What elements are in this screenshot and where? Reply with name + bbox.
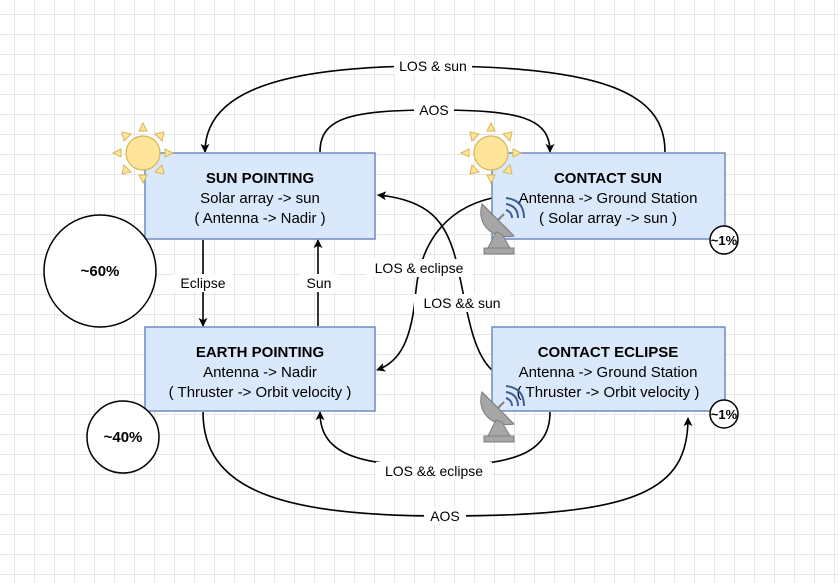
percentage-contact-sun: ~1% [709,225,739,255]
state-line: ( Antenna -> Nadir ) [194,210,325,227]
state-title: EARTH POINTING [196,344,324,361]
state-sun-pointing: SUN POINTING Solar array -> sun ( Antenn… [144,152,376,240]
label-sun: Sun [307,275,332,291]
state-contact-eclipse: CONTACT ECLIPSE Antenna -> Ground Statio… [491,326,726,412]
percentage-earth-pointing: ~40% [86,400,160,474]
label-los-eclipse: LOS & eclipse [375,260,464,276]
state-line: ( Thruster -> Orbit velocity ) [517,384,700,401]
label-aos-top: AOS [419,102,449,118]
state-line: Antenna -> Nadir [203,364,317,381]
percentage-label: ~60% [81,263,120,280]
state-line: Solar array -> sun [200,190,320,207]
label-aos-bottom: AOS [430,508,460,524]
percentage-contact-eclipse: ~1% [709,399,739,429]
edge-aos-bottom: AOS [202,411,693,525]
state-contact-sun: CONTACT SUN Antenna -> Ground Station ( … [491,152,726,240]
edge-sun: Sun [300,239,338,326]
state-line: ( Thruster -> Orbit velocity ) [169,384,352,401]
state-line: Antenna -> Ground Station [519,364,698,381]
edge-los-and-sun [377,191,493,371]
percentage-label: ~1% [711,233,738,248]
state-line: Antenna -> Ground Station [519,190,698,207]
percentage-sun-pointing: ~60% [43,214,157,328]
percentage-label: ~40% [104,429,143,446]
edge-aos-top: AOS [319,101,555,153]
state-line: ( Solar array -> sun ) [539,210,677,227]
edge-los-sun: LOS & sun [200,57,666,153]
state-earth-pointing: EARTH POINTING Antenna -> Nadir ( Thrust… [144,326,376,412]
edge-eclipse: Eclipse [174,240,232,327]
label-eclipse: Eclipse [180,275,225,291]
state-title: CONTACT SUN [554,170,662,187]
state-title: CONTACT ECLIPSE [538,344,679,361]
percentage-label: ~1% [711,407,738,422]
label-los-sun: LOS & sun [399,58,467,74]
edge-los-eclipse [376,197,493,372]
edge-los-and-eclipse: LOS && eclipse [315,411,551,480]
label-los-and-sun: LOS && sun [423,295,500,311]
label-los-and-eclipse: LOS && eclipse [385,463,483,479]
state-title: SUN POINTING [206,170,314,187]
